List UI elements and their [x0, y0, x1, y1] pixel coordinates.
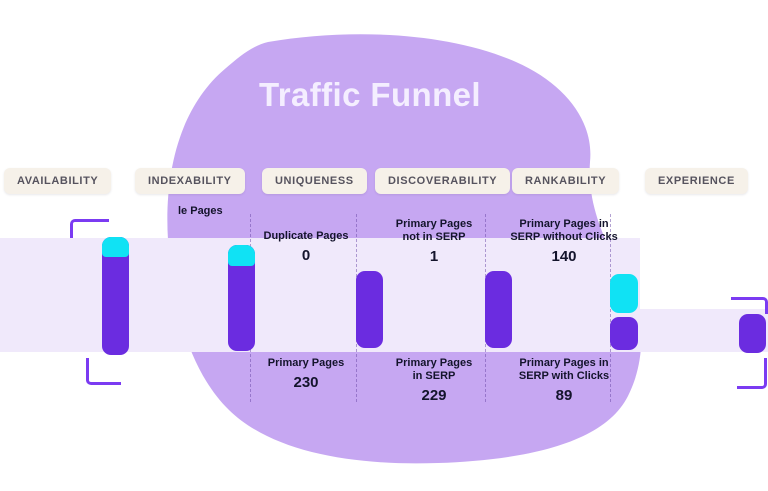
annotation-value: 89	[555, 387, 573, 404]
stage-pill-availability: AVAILABILITY	[4, 168, 112, 194]
stage-pill-uniqueness: UNIQUENESS	[262, 168, 367, 194]
annotation-value: 1	[429, 248, 439, 265]
bracket-top-left	[70, 219, 109, 238]
annotation-primary-pages: Primary Pages 230	[250, 357, 362, 391]
annotation-value: 229	[421, 387, 447, 404]
bracket-top-right	[731, 297, 768, 314]
annotation-value: 140	[551, 248, 577, 265]
annotation-label: Primary Pages in	[519, 218, 609, 230]
stage-pill-rankability: RANKABILITY	[512, 168, 620, 194]
annotation-label: Primary Pages in	[519, 357, 609, 369]
annotation-label: Primary Pages	[395, 357, 473, 369]
bar-rankability-without-clicks	[610, 274, 638, 313]
annotation-label: SERP without Clicks	[510, 231, 618, 243]
annotation-label: Duplicate Pages	[263, 230, 349, 242]
annotation-primary-pages-serp-without-clicks: Primary Pages in SERP without Clicks 140	[500, 218, 628, 265]
annotation-label: SERP with Clicks	[518, 370, 610, 382]
bracket-bottom-left	[86, 358, 121, 385]
bar-uniqueness	[356, 271, 383, 348]
stage-pill-discoverability: DISCOVERABILITY	[375, 168, 511, 194]
annotation-value: 230	[293, 374, 319, 391]
annotation-primary-pages-serp-with-clicks: Primary Pages in SERP with Clicks 89	[500, 357, 628, 404]
stage-pill-experience: EXPERIENCE	[645, 168, 748, 194]
bar-experience	[739, 314, 766, 353]
bar-rankability-with-clicks	[610, 317, 638, 350]
chart-title: Traffic Funnel	[259, 76, 481, 113]
annotation-primary-pages-not-in-serp: Primary Pages not in SERP 1	[378, 218, 490, 265]
annotation-label: not in SERP	[402, 231, 466, 243]
annotation-value: 0	[301, 247, 311, 264]
bracket-bottom-right	[737, 358, 767, 389]
bar-indexability-cyan-cap	[228, 245, 255, 266]
annotation-duplicate-pages: Duplicate Pages 0	[250, 230, 362, 264]
indexability-label-fragment: le Pages	[178, 205, 223, 217]
bar-availability-cyan-cap	[102, 237, 129, 257]
stage-pill-indexability: INDEXABILITY	[135, 168, 245, 194]
annotation-label: in SERP	[412, 370, 456, 382]
annotation-label: Primary Pages	[267, 357, 345, 369]
annotation-primary-pages-in-serp: Primary Pages in SERP 229	[378, 357, 490, 404]
annotation-label: Primary Pages	[395, 218, 473, 230]
bar-discoverability	[485, 271, 512, 348]
